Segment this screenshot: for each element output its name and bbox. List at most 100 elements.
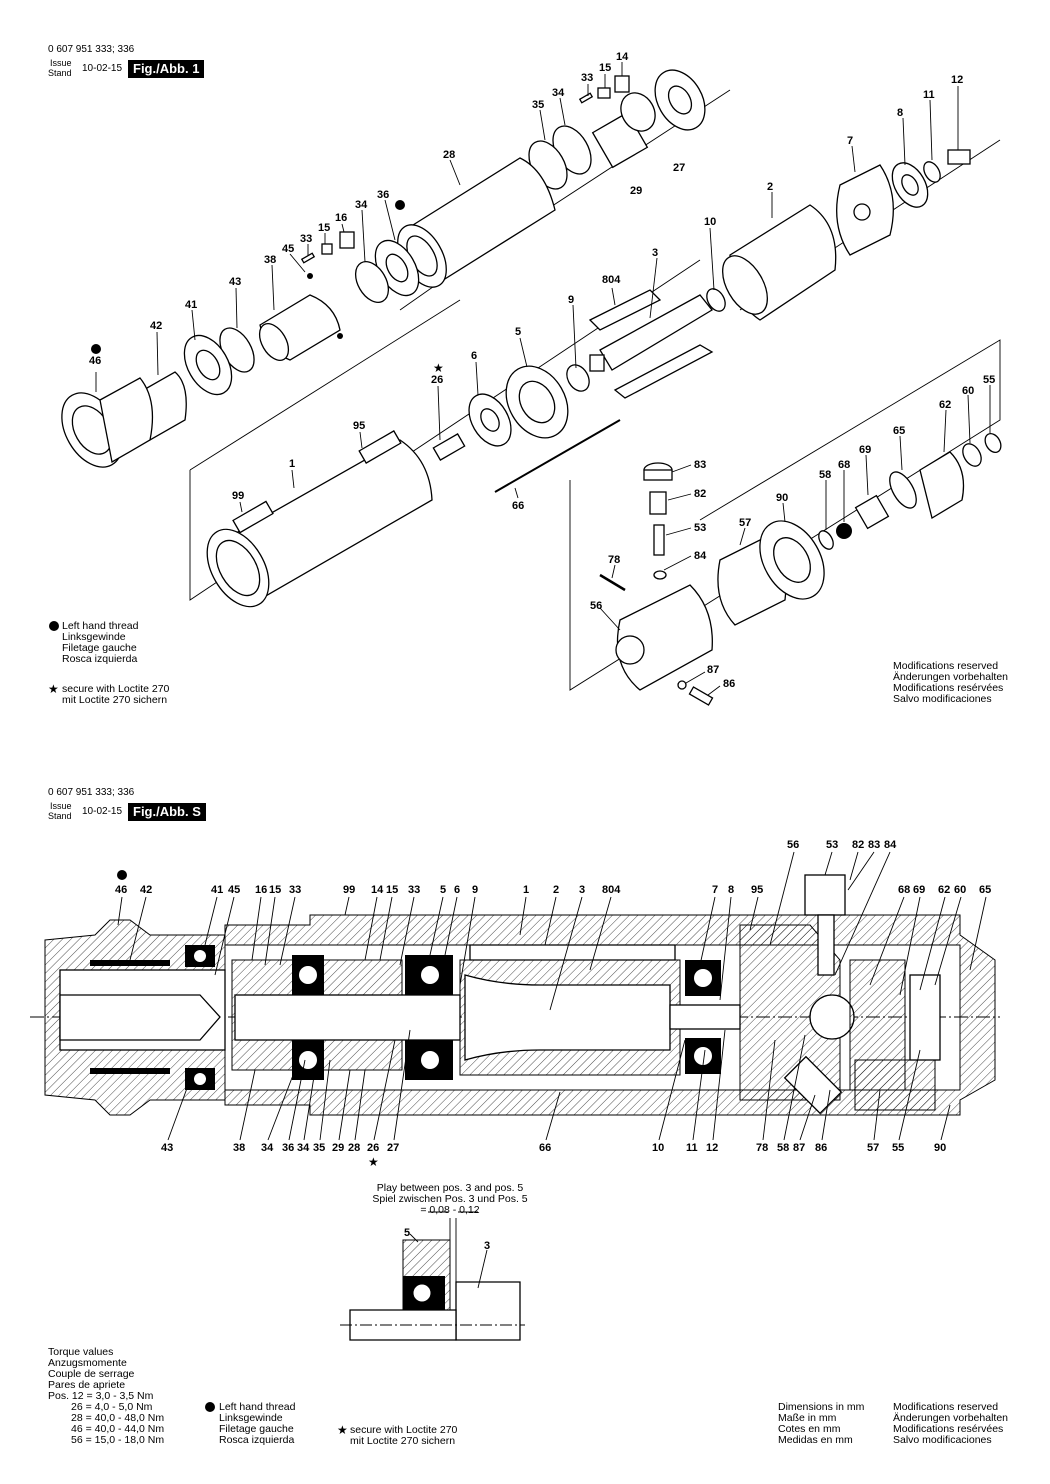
detail-callout-3: 3	[484, 1240, 491, 1252]
section-callout-5: 5	[440, 884, 447, 896]
part-804-vane-a	[588, 289, 662, 331]
note-line: = 0,08 - 0,12	[420, 1204, 480, 1216]
callout-12: 12	[951, 74, 964, 86]
section-callout-46: 46	[115, 884, 128, 896]
section-callout-804: 804	[602, 884, 621, 896]
callout-1: 1	[289, 458, 296, 470]
section-callout-27: 27	[387, 1142, 400, 1154]
loctite-star-icon: ★	[48, 682, 59, 696]
play-note: Play between pos. 3 and pos. 5 Spiel zwi…	[370, 1183, 530, 1216]
part-86-screw	[688, 686, 714, 706]
part-68-ball	[836, 523, 852, 539]
note-line: Medidas en mm	[778, 1434, 853, 1446]
torque-row: 46 = 40,0 - 44,0 Nm	[71, 1423, 165, 1435]
section-callout-56: 56	[787, 839, 800, 851]
callout-34-b: 34	[355, 199, 368, 211]
part-9-washer	[566, 364, 590, 392]
section-callout-1: 1	[523, 884, 530, 896]
part-65-oring	[889, 471, 917, 509]
section-view-drawing	[30, 874, 1000, 1116]
torque-row: 28 = 40,0 - 48,0 Nm	[71, 1412, 165, 1424]
callout-16: 16	[335, 212, 348, 224]
part-55-oring	[984, 433, 1002, 453]
part-56-valve-body	[615, 584, 713, 691]
callout-36: 36	[377, 189, 390, 201]
callout-41: 41	[185, 299, 198, 311]
section-callout-34: 34	[261, 1142, 274, 1154]
section-callout-84: 84	[884, 839, 897, 851]
section-callout-14: 14	[371, 884, 384, 896]
callout-29: 29	[630, 185, 643, 197]
section-callout-41: 41	[211, 884, 224, 896]
part-53-valve	[653, 524, 665, 556]
part-16-gear	[339, 231, 355, 249]
section-callout-86: 86	[815, 1142, 828, 1154]
callout-7: 7	[847, 135, 854, 147]
section-callout-58: 58	[777, 1142, 790, 1154]
callout-45: 45	[282, 243, 295, 255]
section-callout-33: 33	[289, 884, 302, 896]
sheet2-fig-label: Fig./Abb. S	[128, 803, 206, 821]
callout-83: 83	[694, 459, 707, 471]
frame-line-mid	[189, 299, 461, 471]
callout-42: 42	[150, 320, 163, 332]
loctite-star-icon: ★	[337, 1423, 348, 1437]
section-callout-66: 66	[539, 1142, 552, 1154]
part-83-cap	[643, 462, 673, 481]
note-line: Play between pos. 3 and pos. 5	[376, 1182, 524, 1194]
note-line: Änderungen vorbehalten	[893, 671, 1009, 683]
section-callout-55: 55	[892, 1142, 905, 1154]
loctite-star-icon: ★	[368, 1155, 379, 1169]
part-60-filter	[962, 443, 982, 467]
note-line: Cotes en mm	[778, 1423, 841, 1435]
sheet1-loctite-note: secure with Loctite 270 mit Loctite 270 …	[62, 684, 169, 706]
part-45-ball	[307, 273, 313, 279]
note-line: Salvo modificaciones	[893, 1434, 992, 1446]
sheet2-modifications-note: Modifications reserved Änderungen vorbeh…	[893, 1402, 1008, 1446]
callout-2: 2	[767, 181, 774, 193]
section-callout-3: 3	[579, 884, 586, 896]
note-line: mit Loctite 270 sichern	[350, 1435, 456, 1447]
section-callout-38: 38	[233, 1142, 246, 1154]
section-callout-65: 65	[979, 884, 992, 896]
sheet1-left-thread-note: Left hand thread Linksgewinde Filetage g…	[62, 621, 138, 665]
section-filter	[909, 974, 941, 1061]
callout-65: 65	[893, 425, 906, 437]
left-thread-symbols	[49, 200, 405, 1412]
section-ball	[809, 994, 855, 1040]
note-line: Left hand thread	[62, 620, 139, 632]
callout-27: 27	[673, 162, 686, 174]
sheet2-leader-lines	[117, 851, 987, 1141]
callout-15: 15	[599, 62, 612, 74]
part-62-inlet-fitting	[919, 451, 965, 520]
part-27-washer	[654, 69, 706, 131]
callout-28: 28	[443, 149, 456, 161]
section-callout-45: 45	[228, 884, 241, 896]
torque-row: Pos. 12 = 3,0 - 3,5 Nm	[48, 1390, 154, 1402]
callout-14: 14	[616, 51, 629, 63]
section-callout-11: 11	[686, 1142, 698, 1154]
sheet1-part-numbers: 0 607 951 333; 336	[48, 44, 135, 55]
part-41-bearing	[183, 334, 233, 396]
part-33-pin	[578, 92, 594, 104]
section-callout-99: 99	[343, 884, 356, 896]
section-ring-90	[854, 1059, 936, 1111]
detail-play-drawing	[340, 1211, 525, 1341]
note-line: Änderungen vorbehalten	[893, 1412, 1009, 1424]
note-line: Modifications resérvées	[893, 682, 1004, 694]
callout-55: 55	[983, 374, 996, 386]
detail-part-3	[455, 1281, 521, 1341]
callout-69: 69	[859, 444, 872, 456]
section-callout-15: 15	[269, 884, 282, 896]
callout-68: 68	[838, 459, 851, 471]
section-callout-69: 69	[913, 884, 926, 896]
callout-60: 60	[962, 385, 975, 397]
sheet2-issue-label: Issue	[50, 801, 72, 811]
section-callout-68: 68	[898, 884, 911, 896]
part-46-nut	[61, 377, 154, 468]
torque-row: 26 = 4,0 - 5,0 Nm	[71, 1401, 153, 1413]
loctite-star-icon: ★	[433, 361, 444, 375]
note-line: secure with Loctite 270	[350, 1424, 458, 1436]
part-84-oring	[653, 570, 667, 580]
